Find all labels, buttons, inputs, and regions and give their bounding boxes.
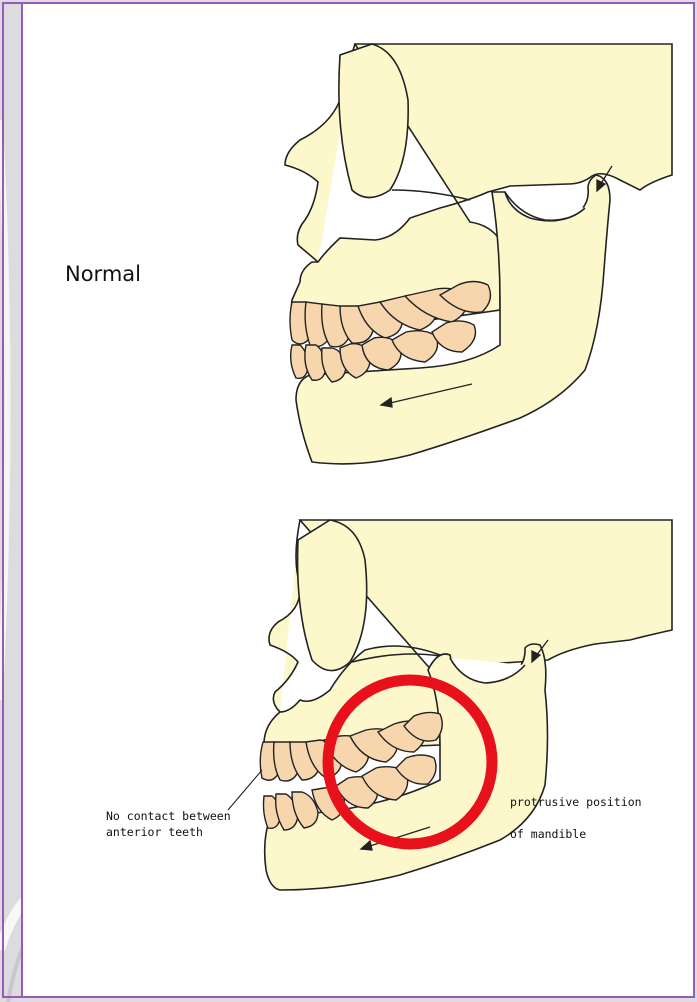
label-no-contact-line1: No contact between [106,808,231,824]
label-normal: Normal [65,262,141,286]
normal-skull-diagram [285,44,672,464]
label-protrusive-line1: protrusive position [510,794,642,810]
label-no-contact-line2: anterior teeth [106,824,231,840]
label-protrusive-line2: of mandible [510,826,586,842]
label-no-contact: No contact between anterior teeth [106,808,231,840]
anterior-pointer-line [228,770,262,810]
